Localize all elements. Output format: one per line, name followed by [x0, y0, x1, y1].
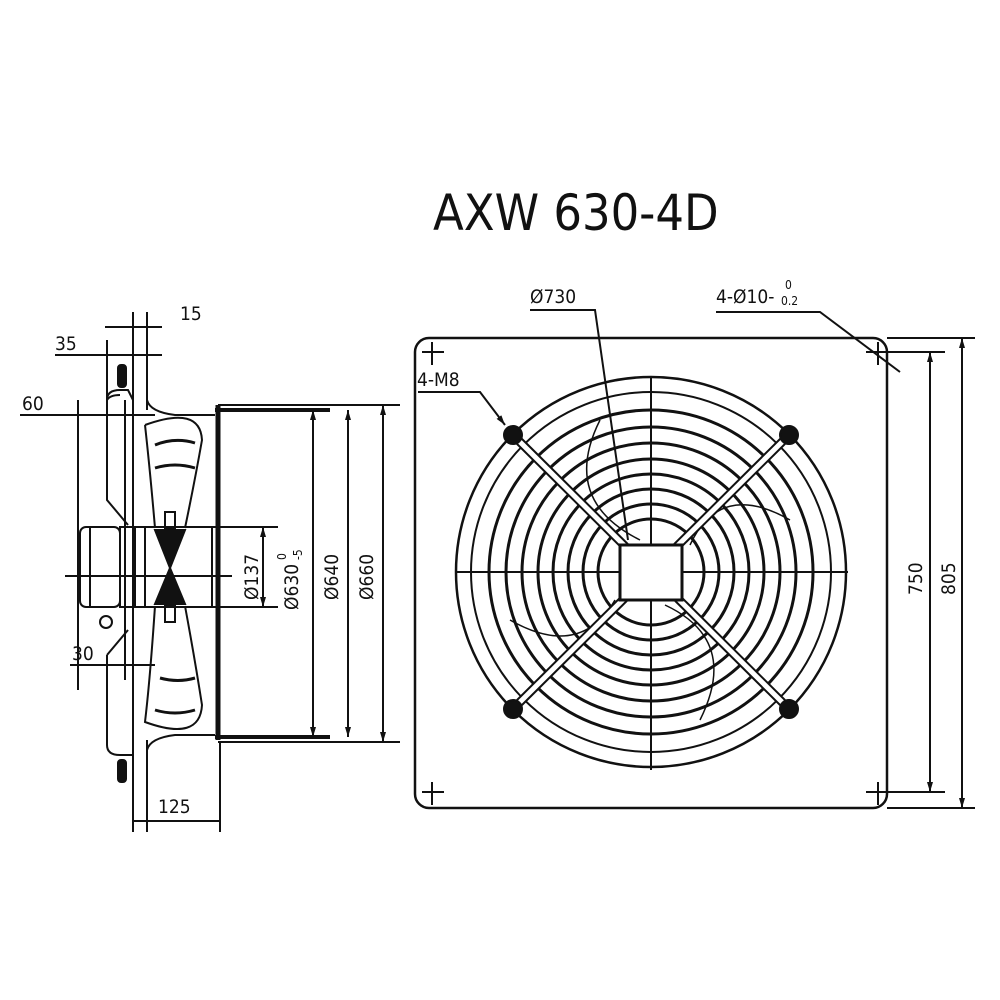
holes-tol-upper: 0 — [785, 278, 792, 292]
holes-spec: 4-Ø10- — [716, 286, 774, 308]
dia-640: Ø640 — [321, 554, 343, 600]
dim-60: 60 — [22, 393, 44, 415]
dia-137: Ø137 — [241, 554, 263, 600]
dia-660: Ø660 — [356, 554, 378, 600]
front-view — [413, 309, 975, 810]
dim-35: 35 — [55, 333, 77, 355]
holes-tol-lower: 0.2 — [781, 294, 798, 308]
dim-125: 125 — [158, 796, 191, 818]
dim-750: 750 — [905, 562, 927, 595]
side-view — [20, 312, 400, 832]
dia-630: Ø630 — [281, 564, 303, 610]
threads-4-m8: 4-M8 — [417, 369, 460, 391]
dim-15: 15 — [180, 303, 202, 325]
dia-630-tol-upper: 0 — [275, 553, 289, 560]
dim-805: 805 — [938, 562, 960, 595]
dim-30: 30 — [72, 643, 94, 665]
model-title: AXW 630-4D — [433, 184, 719, 242]
dia-630-label: Ø630 0 -5 — [275, 549, 305, 610]
dia-630-tol-lower: -5 — [291, 549, 305, 560]
dia-730: Ø730 — [530, 286, 576, 308]
holes-label: 4-Ø10- 0 0.2 — [716, 278, 798, 308]
